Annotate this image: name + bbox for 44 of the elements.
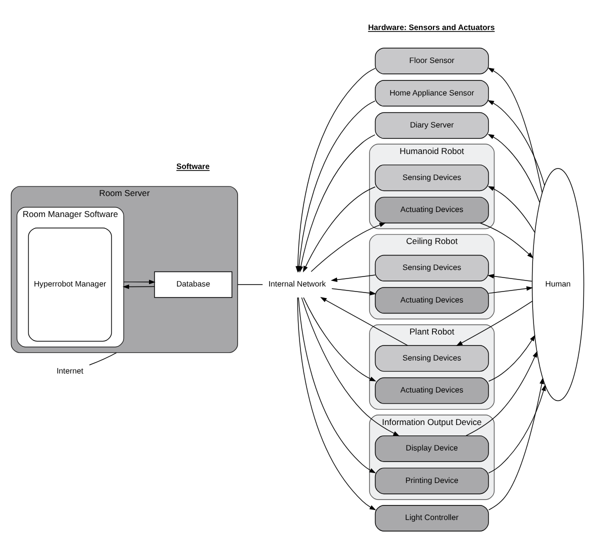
arrow <box>487 274 532 282</box>
arrow <box>488 384 546 474</box>
arrow <box>320 297 408 346</box>
node-box: Display Device <box>374 435 489 462</box>
node-box: Light Controller <box>374 504 489 532</box>
arrow <box>123 280 156 284</box>
arrow <box>297 297 376 510</box>
arrow <box>488 286 533 294</box>
node-box: Sensing Devices <box>374 164 489 192</box>
node-box: Sensing Devices <box>374 345 489 372</box>
node-box: Actuating Devices <box>374 196 489 224</box>
node-box: Diary Server <box>374 112 489 139</box>
connector <box>237 284 263 285</box>
arrow <box>298 297 376 474</box>
node-box: Floor Sensor <box>374 48 489 74</box>
arrow <box>488 377 544 510</box>
label: Software <box>176 162 210 172</box>
arrow <box>456 300 533 346</box>
node-box: Home Appliance Sensor <box>374 80 489 107</box>
node-box: Sensing Devices <box>374 254 489 282</box>
arrow <box>330 274 376 282</box>
node-box: Printing Device <box>374 468 489 494</box>
node-box: Actuating Devices <box>374 377 489 404</box>
node-box: Actuating Devices <box>374 287 489 314</box>
node-box: Hyperrobot Manager <box>28 228 112 342</box>
arrow <box>488 68 542 193</box>
arrow <box>331 288 376 296</box>
arrow <box>488 186 536 234</box>
arrow <box>301 297 400 436</box>
arrow <box>488 334 536 382</box>
connector <box>89 352 117 366</box>
arrow <box>302 186 376 272</box>
arrow <box>303 297 376 382</box>
arrow <box>488 100 545 186</box>
node-box: Database <box>154 271 232 298</box>
node-text: Internet <box>56 366 84 376</box>
arrow <box>466 350 538 436</box>
label: Hardware: Sensors and Actuators <box>368 23 495 32</box>
arrow <box>480 222 534 258</box>
node-text: Internal Network <box>268 280 326 289</box>
arrow <box>122 284 155 290</box>
arrow <box>298 134 376 273</box>
arrow <box>310 222 386 272</box>
arrow <box>488 134 540 203</box>
